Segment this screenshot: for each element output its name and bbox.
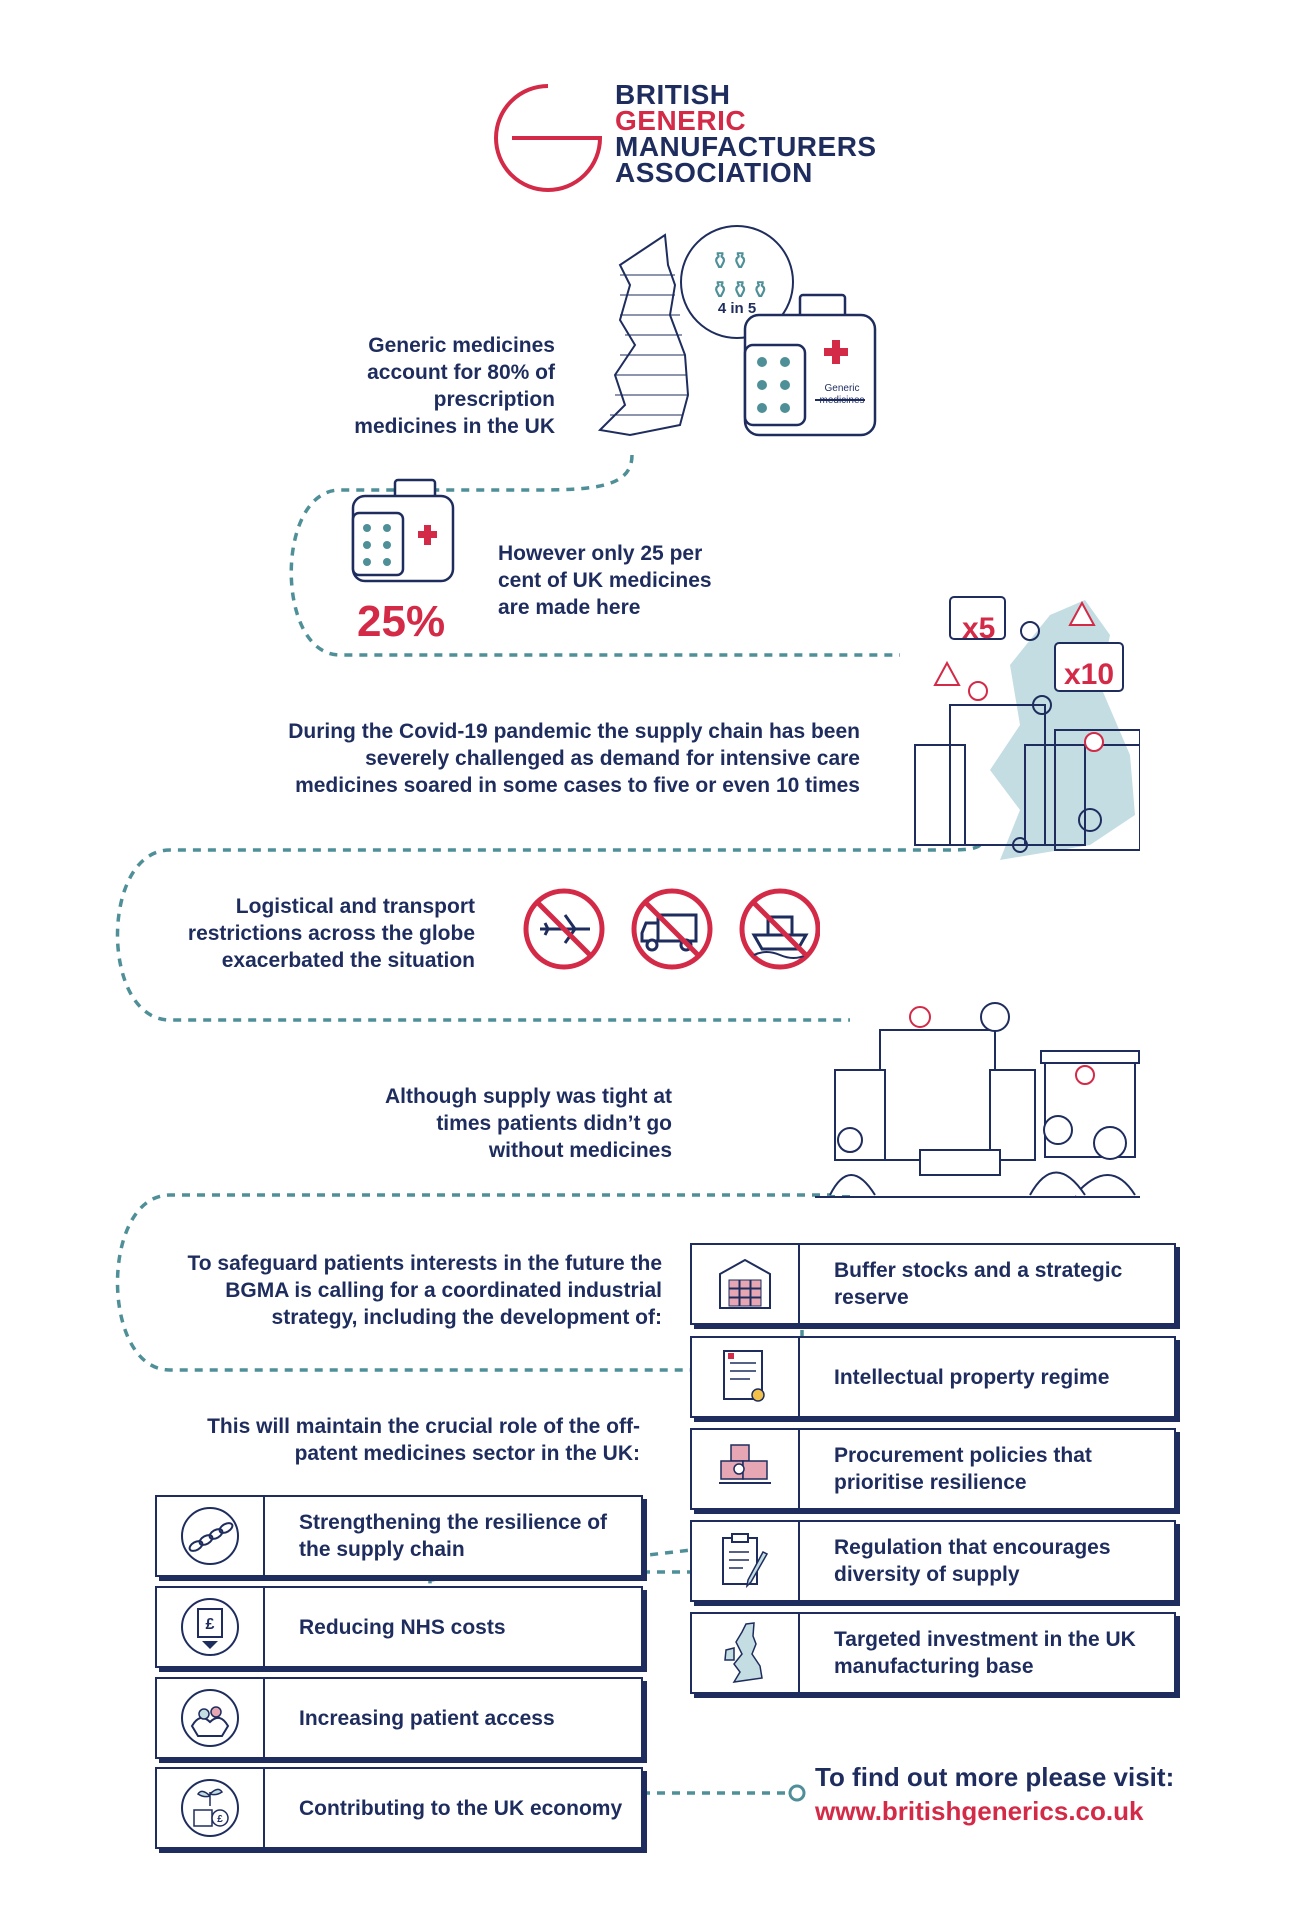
strategy-item-investment: Targeted investment in the UK manufactur… [690, 1612, 1176, 1694]
logo-line-4: ASSOCIATION [615, 157, 813, 188]
no-plane-icon [523, 888, 605, 970]
warehouse-icon [692, 1245, 800, 1323]
strategy-item-ip-regime: Intellectual property regime [690, 1336, 1176, 1418]
benefit-label: Strengthening the resilience of the supp… [299, 1511, 608, 1561]
clipboard-pen-icon [692, 1522, 800, 1600]
uk-map-icon [597, 233, 690, 437]
bgma-logo-icon [494, 84, 603, 192]
footer-cta-text: To find out more please visit: [815, 1762, 1175, 1792]
medicine-bottle-icon [351, 478, 455, 583]
step-4-text: Logistical and transport restrictions ac… [187, 895, 475, 972]
pound-down-icon: £ [157, 1588, 265, 1666]
multiplier-x5: x5 [962, 612, 996, 645]
strategy-item-procurement: Procurement policies that prioritise res… [690, 1428, 1176, 1510]
stat-25-percent: 25% [357, 597, 446, 646]
strategy-label: Regulation that encourages diversity of … [834, 1536, 1111, 1586]
logo-line-1: BRITISH [615, 79, 731, 110]
four-in-five-badge: ⚱⚱⚱⚱⚱ 4 in 5 [680, 225, 794, 339]
svg-text:£: £ [206, 1616, 215, 1633]
step-7-text: This will maintain the crucial role of t… [207, 1415, 640, 1465]
coins-plant-icon: £ [157, 1769, 265, 1847]
certificate-icon [692, 1338, 800, 1416]
boxes-icon [692, 1430, 800, 1508]
bottles-icon: ⚱⚱⚱⚱⚱ [710, 248, 771, 304]
benefit-item-patient-access: Increasing patient access [155, 1677, 643, 1759]
hands-pills-icon [157, 1679, 265, 1757]
logo-line-3: MANUFACTURERS [615, 131, 877, 162]
benefit-item-resilience: Strengthening the resilience of the supp… [155, 1495, 643, 1577]
step-3-text: During the Covid-19 pandemic the supply … [288, 720, 860, 797]
no-truck-icon [631, 888, 713, 970]
bottle-label: Generic medicines [819, 383, 865, 406]
benefit-label: Increasing patient access [299, 1706, 555, 1730]
generic-medicines-bottle-icon [743, 293, 877, 437]
strategy-item-buffer-stocks: Buffer stocks and a strategic reserve [690, 1243, 1176, 1325]
benefit-item-uk-economy: £ Contributing to the UK economy [155, 1767, 643, 1849]
hospitals-covid-icon [914, 596, 1140, 860]
step-6-text: To safeguard patients interests in the f… [187, 1252, 662, 1329]
strategy-label: Targeted investment in the UK manufactur… [834, 1628, 1136, 1678]
no-ship-icon [739, 888, 820, 970]
strategy-label: Procurement policies that prioritise res… [834, 1444, 1092, 1494]
logo-line-2: GENERIC [615, 105, 747, 136]
strategy-label: Intellectual property regime [834, 1365, 1110, 1389]
step-5-text: Although supply was tight at times patie… [385, 1085, 672, 1162]
strategy-item-regulation: Regulation that encourages diversity of … [690, 1520, 1176, 1602]
multiplier-x10: x10 [1064, 658, 1115, 691]
hospital-patients-icon [815, 1002, 1140, 1198]
footer-cta: To find out more please visit: www.briti… [815, 1760, 1174, 1828]
benefit-label: Contributing to the UK economy [299, 1796, 623, 1820]
uk-map-small-icon [692, 1614, 800, 1692]
strategy-label: Buffer stocks and a strategic reserve [834, 1259, 1123, 1309]
step-2-text: However only 25 per cent of UK medicines… [498, 542, 712, 619]
step-1-text: Generic medicines account for 80% of pre… [354, 334, 555, 438]
benefit-label: Reducing NHS costs [299, 1615, 506, 1639]
benefit-item-nhs-costs: £ Reducing NHS costs [155, 1586, 643, 1668]
footer-url-link[interactable]: www.britishgenerics.co.uk [815, 1796, 1144, 1826]
transport-restrictions [523, 888, 820, 970]
logo-wordmark: BRITISH GENERIC MANUFACTURERS ASSOCIATIO… [615, 79, 877, 188]
badge-label: 4 in 5 [717, 300, 757, 317]
chain-icon [157, 1497, 265, 1575]
svg-text:£: £ [217, 1814, 223, 1825]
